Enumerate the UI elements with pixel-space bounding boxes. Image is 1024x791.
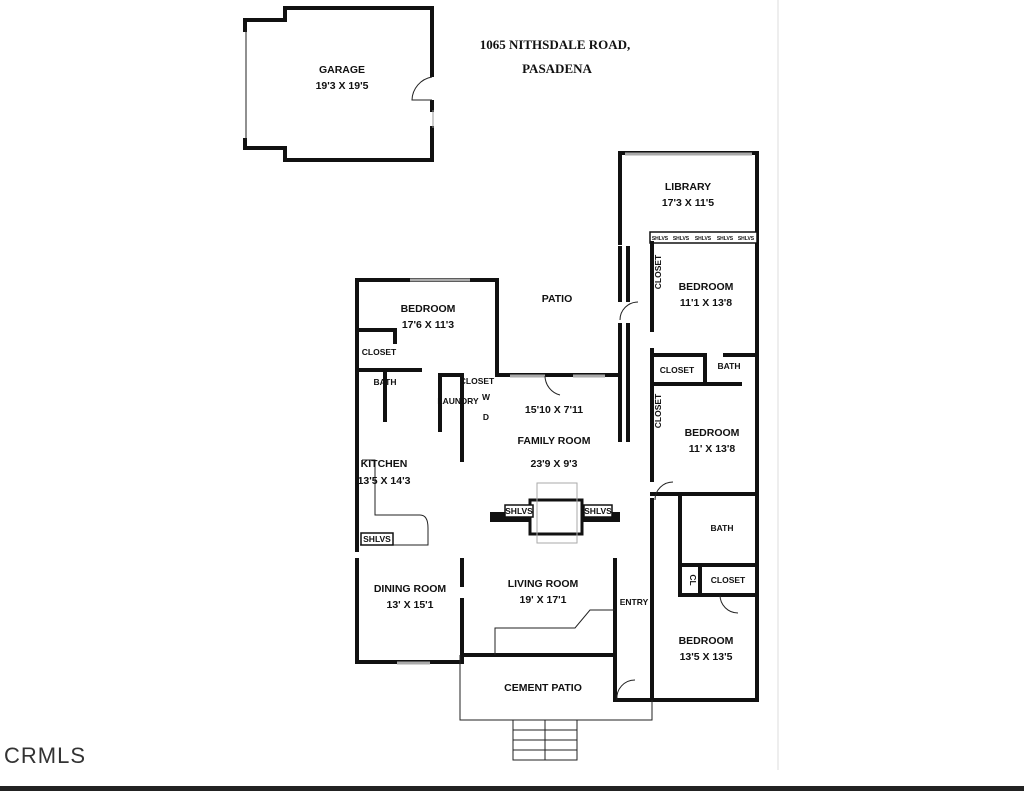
family-room-name: FAMILY ROOM bbox=[518, 435, 591, 447]
closet-label: CLOSET bbox=[460, 376, 495, 386]
bedroom-ne2-name: BEDROOM bbox=[685, 427, 740, 439]
address-line1: 1065 NITHSDALE ROAD, bbox=[480, 37, 631, 52]
closet-label: CLOSET bbox=[653, 254, 663, 289]
closet-label: CLOSET bbox=[653, 393, 663, 428]
kitchen-dims: 13'5 X 14'3 bbox=[358, 475, 411, 487]
bath-label: BATH bbox=[718, 361, 741, 371]
bottom-border bbox=[0, 786, 1024, 791]
bath-label: BATH bbox=[374, 377, 397, 387]
library-name: LIBRARY bbox=[665, 181, 711, 193]
kitchen-name: KITCHEN bbox=[361, 458, 408, 470]
shelves-label: SHLVS bbox=[505, 506, 533, 516]
shelves-label: SHLVS bbox=[584, 506, 612, 516]
house-walls bbox=[355, 151, 759, 761]
address-line2: PASADENA bbox=[522, 61, 592, 76]
garage-walls bbox=[243, 6, 434, 162]
library-dims: 17'3 X 11'5 bbox=[662, 197, 714, 209]
family-room-upper-dims: 15'10 X 7'11 bbox=[525, 404, 583, 416]
dryer-label: D bbox=[483, 412, 489, 422]
shelves-label: SHLVS bbox=[673, 236, 690, 242]
shelves-label: SHLVS bbox=[652, 236, 669, 242]
shelves-label: SHLVS bbox=[717, 236, 734, 242]
cement-patio-label: CEMENT PATIO bbox=[504, 682, 582, 694]
bedroom-se-dims: 13'5 X 13'5 bbox=[680, 651, 733, 663]
shelves-label: SHLVS bbox=[363, 534, 391, 544]
garage-name: GARAGE bbox=[319, 64, 365, 76]
bedroom-nw-name: BEDROOM bbox=[401, 303, 456, 315]
bedroom-ne2-dims: 11' X 13'8 bbox=[689, 443, 736, 455]
entry-label: ENTRY bbox=[620, 597, 649, 607]
washer-label: W bbox=[482, 392, 491, 402]
dining-room-dims: 13' X 15'1 bbox=[386, 599, 433, 611]
laundry-label: LAUNDRY bbox=[437, 396, 479, 406]
garage-dims: 19'3 X 19'5 bbox=[316, 80, 369, 92]
closet-label: CLOSET bbox=[711, 575, 746, 585]
living-room-dims: 19' X 17'1 bbox=[519, 594, 566, 606]
patio-label: PATIO bbox=[542, 293, 573, 305]
closet-label: CLOSET bbox=[362, 347, 397, 357]
bedroom-se-name: BEDROOM bbox=[679, 635, 734, 647]
cl-label: CL bbox=[688, 574, 698, 585]
closet-label: CLOSET bbox=[660, 365, 695, 375]
shelves-label: SHLVS bbox=[738, 236, 755, 242]
crmls-logo: CRMLS bbox=[4, 743, 86, 768]
living-room-name: LIVING ROOM bbox=[508, 578, 579, 590]
shelves-label: SHLVS bbox=[695, 236, 712, 242]
bedroom-ne1-name: BEDROOM bbox=[679, 281, 734, 293]
bedroom-nw-dims: 17'6 X 11'3 bbox=[402, 319, 454, 331]
family-room-dims: 23'9 X 9'3 bbox=[530, 458, 577, 470]
dining-room-name: DINING ROOM bbox=[374, 583, 447, 595]
bedroom-ne1-dims: 11'1 X 13'8 bbox=[680, 297, 732, 309]
bath-label: BATH bbox=[711, 523, 734, 533]
